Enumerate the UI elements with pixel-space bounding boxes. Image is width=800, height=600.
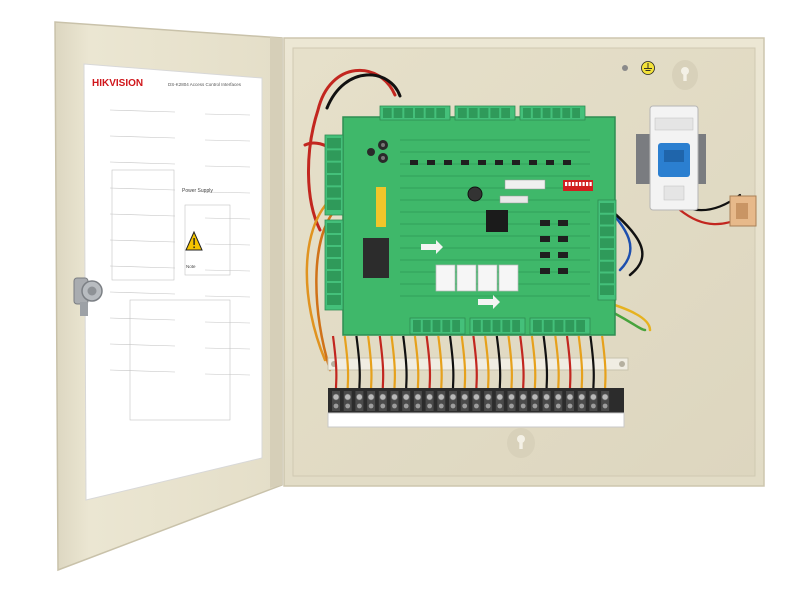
circuit-breaker	[636, 105, 757, 227]
power-supply-heading: Power Supply	[182, 188, 213, 194]
dip-switch	[563, 180, 593, 191]
wiring-diagram-sheet	[83, 63, 263, 501]
controller-board	[324, 105, 617, 336]
keyhole-icon	[507, 428, 535, 458]
power-terminal-strip	[327, 335, 629, 428]
ground-symbol-icon	[622, 61, 655, 75]
main-processor-chip	[486, 210, 508, 232]
brand-logo: HIKVISION	[92, 78, 143, 89]
label-sticker	[504, 179, 546, 190]
cabinet-door: HIKVISION DS-K2804 Access Control Interf…	[54, 21, 283, 572]
lock-latch-icon	[73, 277, 103, 316]
note-label: Note	[186, 264, 196, 269]
warning-triangle-icon	[185, 230, 203, 251]
keyhole-icon	[672, 60, 698, 90]
sheet-title: DS-K2804 Access Control Interfaces	[168, 82, 242, 87]
